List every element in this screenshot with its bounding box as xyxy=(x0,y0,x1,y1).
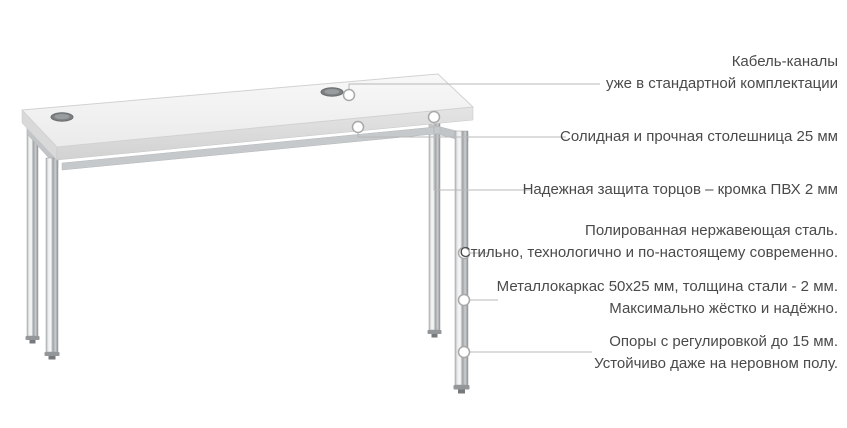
callout-markers xyxy=(342,88,471,359)
callout-marker-frame xyxy=(457,293,471,307)
callout-marker-pvc-edge xyxy=(427,110,441,124)
callout-marker-steel xyxy=(457,246,471,260)
callout-line-text: Металлокаркас 50х25 мм, толщина стали - … xyxy=(496,278,838,295)
callout-marker-cable-channels xyxy=(342,88,356,102)
leg-foot-pad xyxy=(29,340,36,344)
callout-text-tabletop: Солидная и прочная столешница 25 мм xyxy=(560,126,838,148)
callout-line-text: Солидная и прочная столешница 25 мм xyxy=(560,128,838,145)
callout-line-text: Надежная защита торцов – кромка ПВХ 2 мм xyxy=(522,181,838,198)
cable-grommet-left xyxy=(50,112,74,122)
callout-text-cable-channels: Кабель-каналы уже в стандартной комплект… xyxy=(606,51,838,95)
front-frame-rail xyxy=(61,126,441,171)
callout-line-text: Стильно, технологично и по-настоящему со… xyxy=(459,244,838,261)
leg-foot-pad xyxy=(458,389,465,394)
callout-text-pvc-edge: Надежная защита торцов – кромка ПВХ 2 мм xyxy=(523,179,838,201)
callout-line-2 xyxy=(357,133,566,138)
table-leg-back-left xyxy=(25,119,40,344)
callout-line-text: Полированная нержавеющая сталь. xyxy=(585,222,838,239)
leg-foot-pad xyxy=(431,334,438,338)
callout-text-supports: Опоры с регулировкой до 15 мм. Устойчиво… xyxy=(594,331,838,375)
callout-line-1 xyxy=(348,83,600,89)
callout-line-text: Устойчиво даже на неровном полу. xyxy=(594,355,838,372)
tabletop-surface xyxy=(20,73,475,148)
callout-marker-supports xyxy=(457,345,471,359)
callout-line-text: Опоры с регулировкой до 15 мм. xyxy=(609,333,838,350)
table-leg-front-left xyxy=(44,157,60,360)
callout-line-text: Кабель-каналы xyxy=(731,53,838,70)
callout-text-frame: Металлокаркас 50х25 мм, толщина стали - … xyxy=(497,276,838,320)
callout-text-steel: Полированная нержавеющая сталь. Стильно,… xyxy=(460,220,838,264)
callout-line-3 xyxy=(433,123,530,191)
callout-marker-tabletop xyxy=(351,120,365,134)
callout-line-text: уже в стандартной комплектации xyxy=(605,75,838,92)
leg-foot xyxy=(44,352,60,356)
leg-foot xyxy=(25,336,40,340)
leg-foot-pad xyxy=(48,356,56,360)
leg-foot xyxy=(427,330,442,334)
callout-line-text: Максимально жёстко и надёжно. xyxy=(609,300,838,317)
cable-grommet-right xyxy=(320,87,344,97)
callout-lines xyxy=(348,83,600,353)
leg-foot xyxy=(453,385,470,390)
